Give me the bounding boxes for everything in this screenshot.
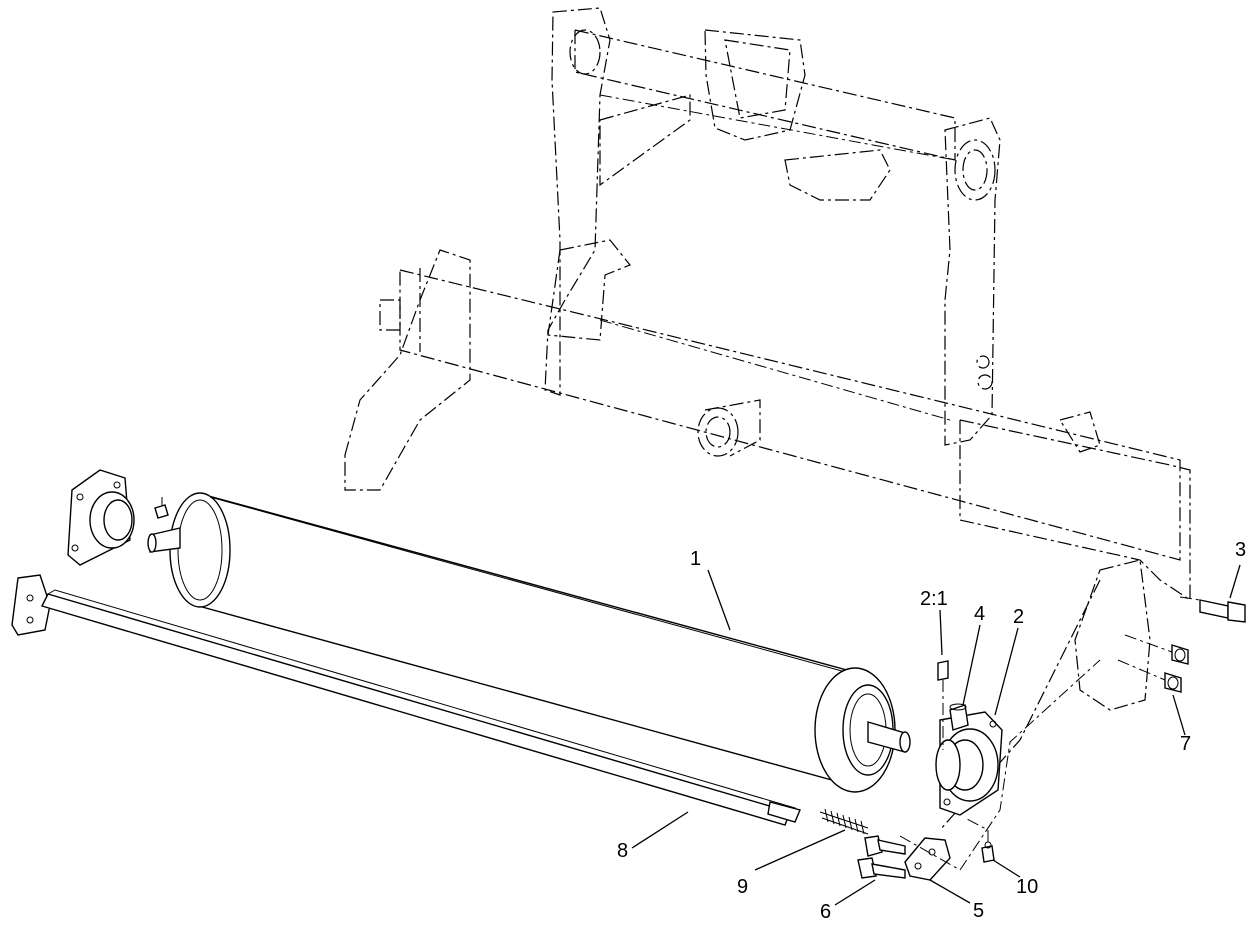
carriage-bolts xyxy=(857,835,906,879)
callout-9: 9 xyxy=(737,876,748,898)
lock-nuts xyxy=(1117,634,1189,693)
bolt xyxy=(1179,596,1246,623)
callout-5: 5 xyxy=(973,900,984,922)
callout-1: 1 xyxy=(690,548,701,570)
assembly-path-line xyxy=(899,659,1101,871)
scraper-bar xyxy=(40,589,801,826)
left-grease-fitting xyxy=(154,497,169,519)
callout-3: 3 xyxy=(1235,539,1246,561)
leader-lines xyxy=(631,564,1241,906)
roller-assembly xyxy=(147,492,911,793)
callout-6: 6 xyxy=(820,901,831,923)
callout-7: 7 xyxy=(1180,733,1191,755)
left-end-bracket xyxy=(11,574,51,636)
compression-spring xyxy=(819,808,869,835)
spring-bracket xyxy=(904,837,951,881)
callout-4: 4 xyxy=(974,603,985,625)
callout-8: 8 xyxy=(617,840,628,862)
left-bearing-flange xyxy=(67,469,135,566)
right-bearing-flange xyxy=(935,711,1003,816)
locking-collar xyxy=(949,703,969,731)
callout-10: 10 xyxy=(1016,876,1038,898)
set-screw xyxy=(937,660,949,750)
callout-2: 2 xyxy=(1013,606,1024,628)
callout-2-1: 2:1 xyxy=(920,588,948,610)
